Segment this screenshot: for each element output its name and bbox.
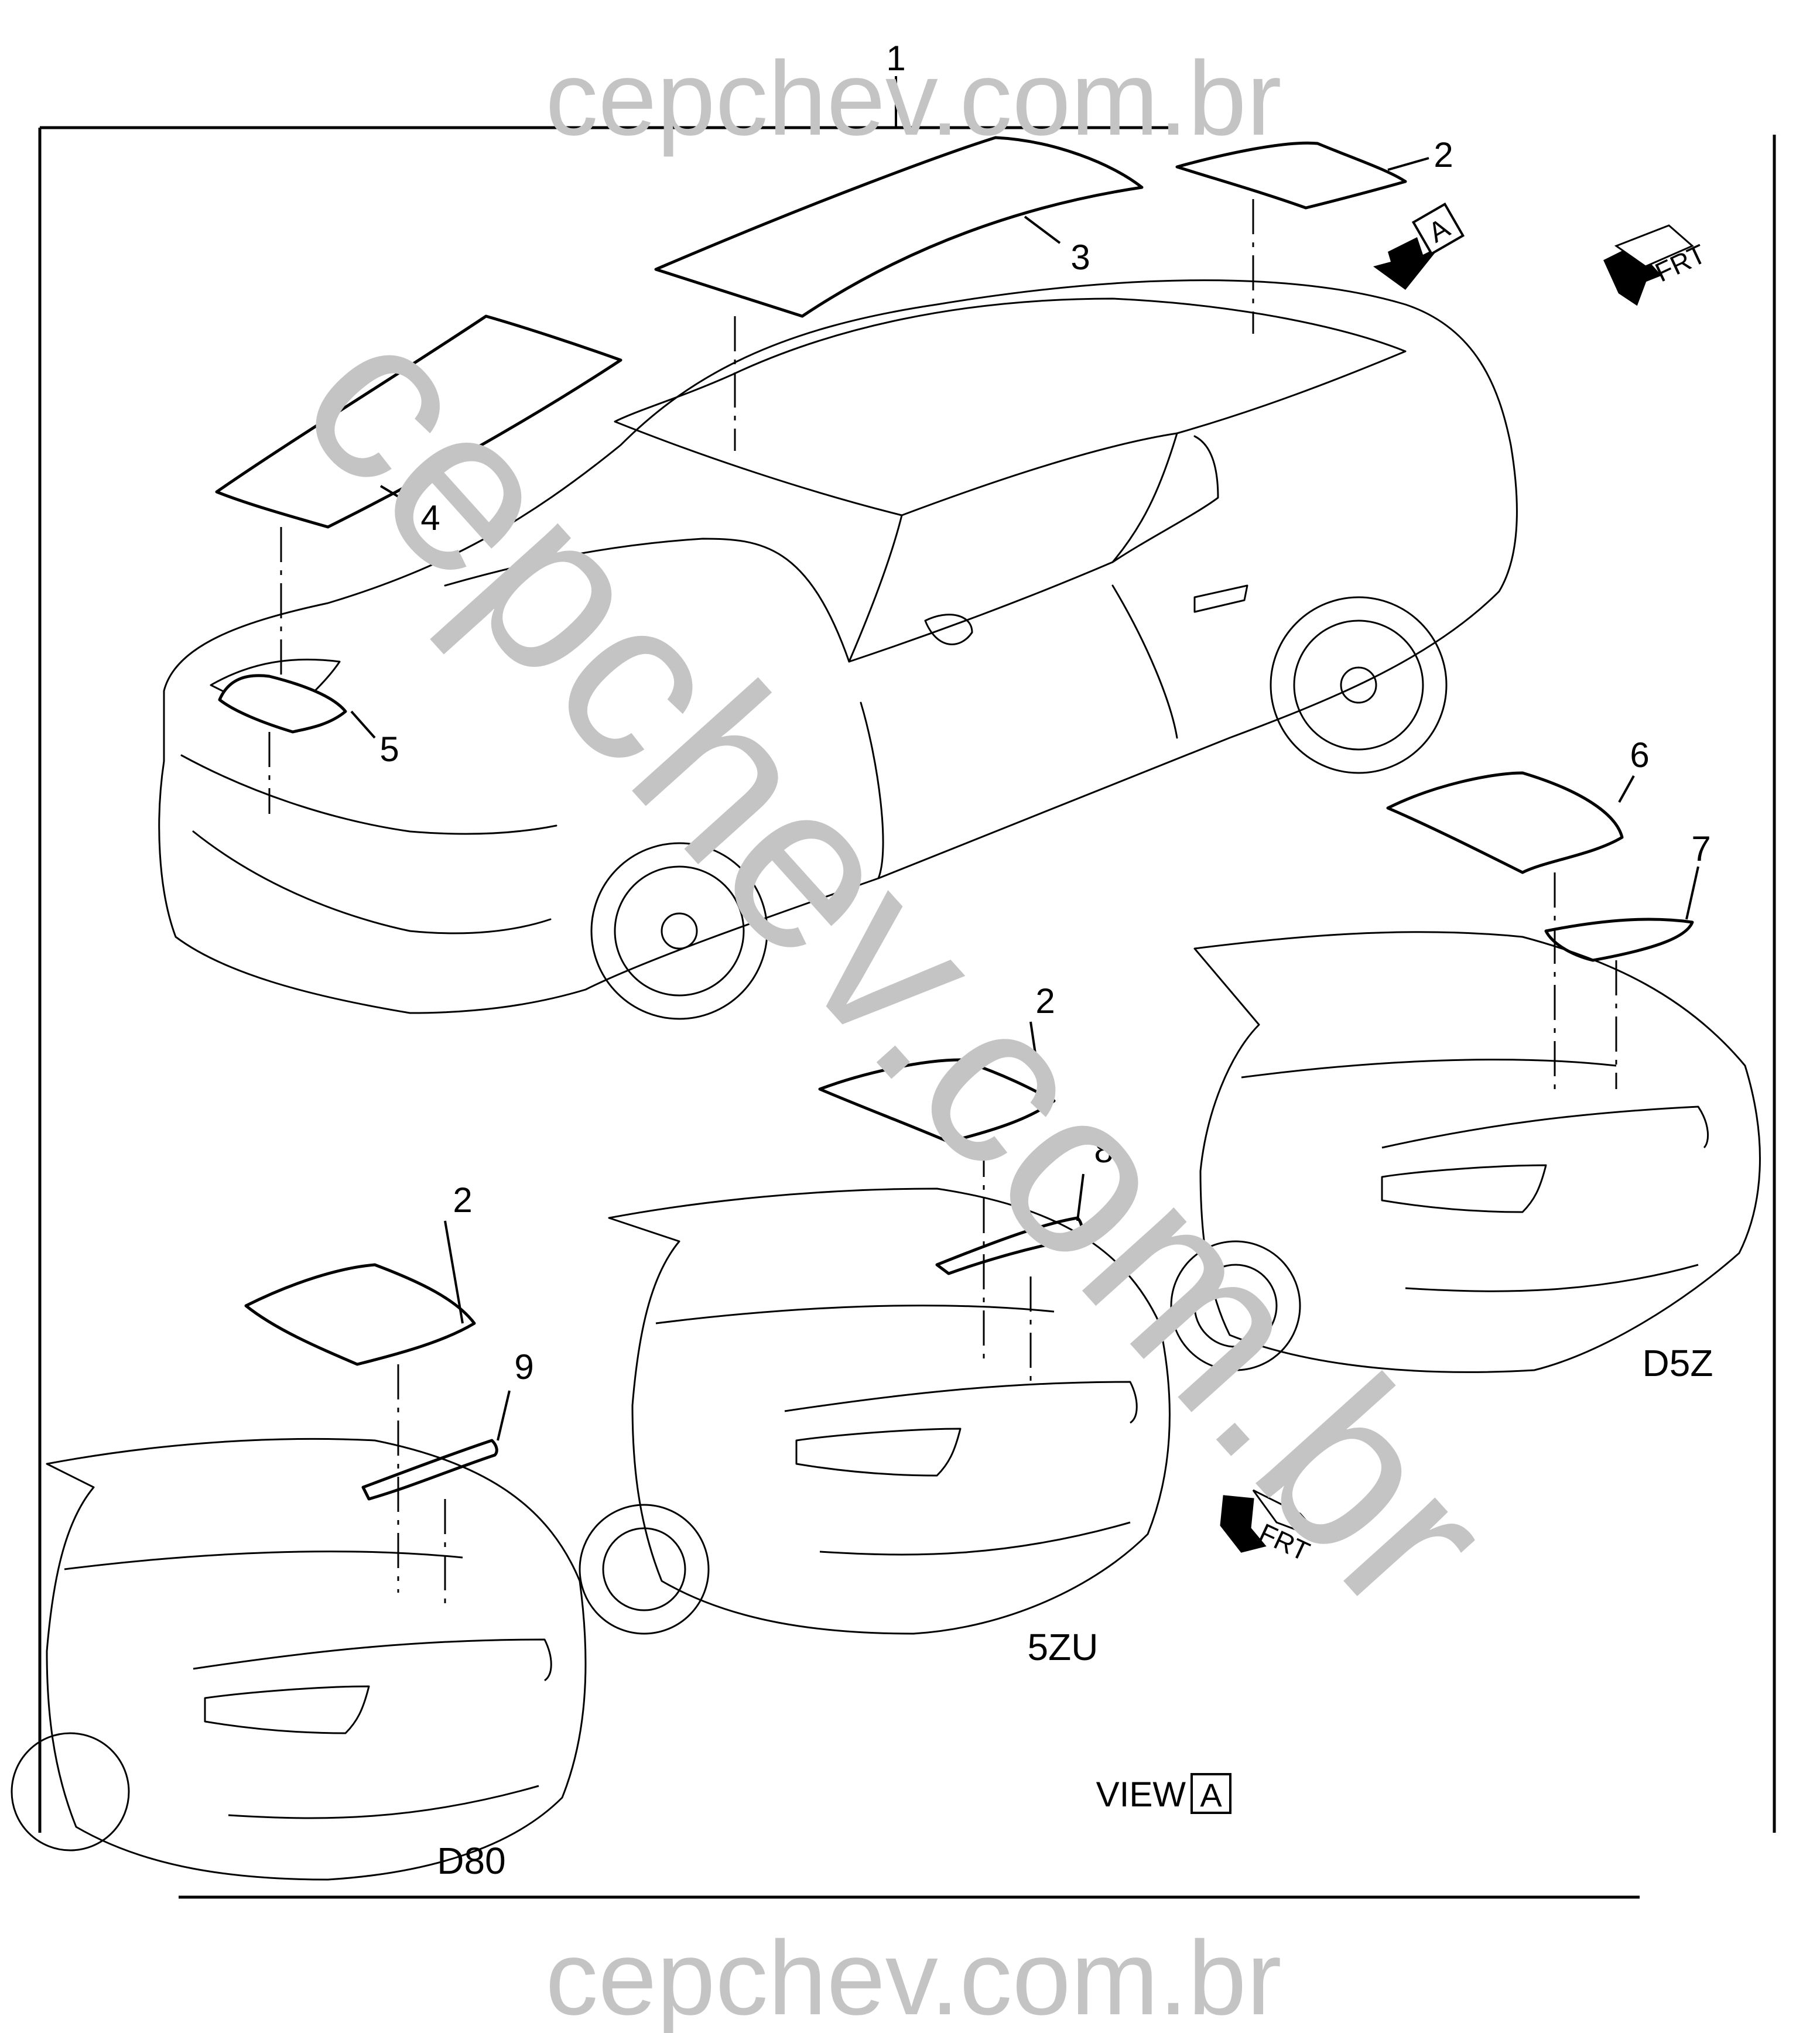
guide-lines <box>268 199 1617 1604</box>
callout-8: 8 <box>1094 1131 1113 1170</box>
callout-4: 4 <box>420 498 440 538</box>
front-arrow-icon-middle <box>1220 1495 1267 1553</box>
leader-lines <box>350 76 1699 1441</box>
watermark-top: cepchev.com.br <box>545 40 1281 158</box>
front-indicator-middle: FRT <box>1220 1489 1325 1567</box>
rear-view-5zu-illustration <box>579 1187 1171 1635</box>
callout-7: 7 <box>1691 829 1710 868</box>
panel-spoiler-d80 <box>361 1439 498 1501</box>
callout-9: 9 <box>514 1347 533 1387</box>
view-letter-box <box>1190 1773 1231 1814</box>
panel-trunk-5zu <box>818 1058 1056 1144</box>
panel-spoiler-5zu <box>935 1216 1083 1275</box>
callout-labels: 1 2 3 4 5 6 7 2 8 2 9 <box>379 39 1710 1387</box>
panel-roof-small <box>1175 141 1407 210</box>
callout-2-d80: 2 <box>453 1180 472 1220</box>
callout-3: 3 <box>1070 238 1090 277</box>
panel-hood-scoop <box>218 674 347 734</box>
panel-trunk-d5z <box>1386 771 1624 874</box>
watermarks: cepchev.com.br cepchev.com.br cepchev.co… <box>252 40 1542 2033</box>
panel-hood <box>215 314 622 529</box>
arrow-letter-box <box>1411 202 1465 256</box>
callout-2-roof: 2 <box>1434 135 1453 174</box>
label-view-word: VIEW <box>1096 1775 1186 1814</box>
view-labels: D5Z 5ZU D80 VIEW A <box>437 1342 1713 1882</box>
view-a-arrow: A <box>1373 202 1465 290</box>
rear-view-d5z-illustration <box>1170 931 1761 1373</box>
label-view-letter: A <box>1200 1777 1222 1813</box>
label-d5z: D5Z <box>1643 1342 1713 1384</box>
rear-view-d80-illustration <box>11 1438 587 1881</box>
view-a-arrow-icon <box>1373 237 1441 290</box>
main-car-illustration <box>158 279 1518 1020</box>
callout-2-5zu: 2 <box>1035 981 1055 1021</box>
label-5zu: 5ZU <box>1028 1626 1099 1668</box>
watermark-bottom: cepchev.com.br <box>545 1919 1281 2033</box>
callout-6: 6 <box>1630 735 1649 775</box>
parts-panels <box>215 136 1694 1501</box>
watermark-diagonal: cepchev.com.br <box>252 269 1542 1661</box>
panel-trunk-d80 <box>244 1263 476 1366</box>
callout-5: 5 <box>379 730 399 769</box>
panel-spoiler-d5z <box>1544 918 1694 962</box>
callout-1: 1 <box>886 39 905 78</box>
label-d80: D80 <box>437 1840 505 1882</box>
front-indicator-top: FRT <box>1603 224 1710 306</box>
frame <box>38 126 1776 1899</box>
panel-roof <box>654 136 1144 318</box>
